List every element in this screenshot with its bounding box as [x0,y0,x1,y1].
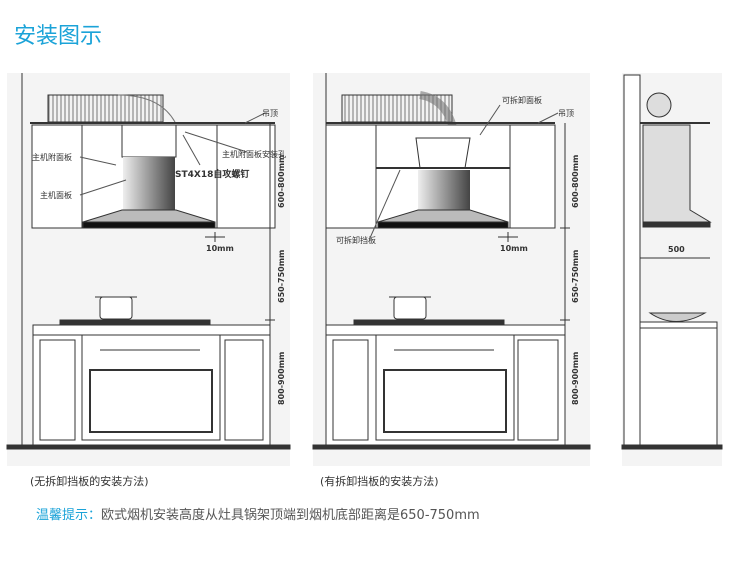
caption-middle: (有拆卸挡板的安装方法) [320,475,439,488]
label-screw: ST4X18自攻螺钉 [175,168,249,180]
dim-lower: 800-900mm [277,352,286,405]
page-title: 安装图示 [14,24,103,49]
label-depth: 500 [668,245,685,254]
label-main-panel: 主机面板 [40,190,72,200]
dim-upper: 600-800mm [277,155,286,208]
tip-prefix: 温馨提示： [36,508,102,523]
label-ceiling: 吊顶 [262,109,278,118]
tip-line: 温馨提示：欧式烟机安装高度从灶具锅架顶端到烟机底部距离是650-750mm [36,504,480,523]
label-gap: 10mm [206,244,234,253]
label-removable-face: 可拆卸面板 [502,95,542,105]
label-ceiling: 吊顶 [558,109,574,118]
main-panel [123,157,175,211]
left-installation-view [6,73,291,466]
tip-text: 欧式烟机安装高度从灶具锅架顶端到烟机底部距离是650-750mm [101,508,480,523]
middle-installation-view [312,73,591,466]
label-attach-panel: 主机附面板 [32,152,72,162]
side-installation-view [621,73,723,466]
left-labels: 吊顶 主机附面板 主机附面板安装孔 ST4X18自攻螺钉 主机面板 10mm 6… [32,109,286,405]
attach-panel [121,124,177,158]
middle-labels: 可拆卸面板 吊顶 可拆卸挡板 10mm 600-800mm 650-750mm … [336,95,580,405]
dim-upper: 600-800mm [571,155,580,208]
dim-mid: 650-750mm [571,250,580,303]
label-gap: 10mm [500,244,528,253]
removable-face-panel [415,137,471,169]
caption-left: (无拆卸挡板的安装方法) [30,475,149,488]
label-removable-baffle: 可拆卸挡板 [336,235,376,245]
label-attach-hole: 主机附面板安装孔 [222,149,286,159]
dim-mid: 650-750mm [277,250,286,303]
dim-lower: 800-900mm [571,352,580,405]
